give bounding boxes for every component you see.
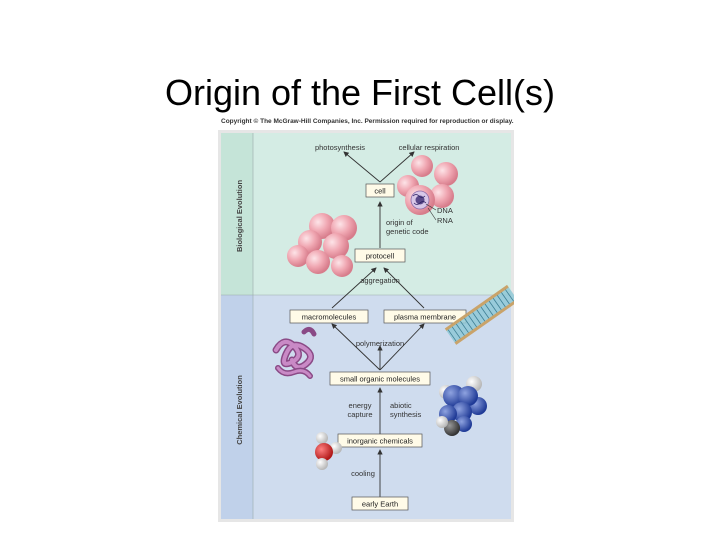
biological-evolution-section [253,133,511,295]
inorganic-chemicals-box [337,433,423,448]
protocell-label: protocell [366,252,395,261]
abiotic-synthesis-label-line2: synthesis [390,410,422,419]
origin-of-genetic-code-label-line1: origin of [386,218,414,227]
chemical-label-band [221,295,253,519]
photosynthesis-label: photosynthesis [315,143,365,152]
rna-label: RNA [437,216,453,225]
copyright-notice: Copyright © The McGraw-Hill Companies, I… [221,118,514,125]
slide-title: Origin of the First Cell(s) [164,72,556,113]
evolution-figure: Biological Evolution Chemical Evolution … [218,130,519,522]
early-earth-label: early Earth [362,500,398,509]
origin-of-genetic-code-label-line2: genetic code [386,227,429,236]
polymerization-label: polymerization [356,339,404,348]
cooling-label: cooling [351,469,375,478]
evolution-diagram: Biological Evolution Chemical Evolution … [218,130,519,522]
cell-label: cell [374,187,386,196]
chemical-evolution-label: Chemical Evolution [235,375,244,445]
protocell-illustration [287,213,357,277]
abiotic-synthesis-label-line1: abiotic [390,401,412,410]
energy-capture-label-line1: energy [349,401,372,410]
small-organic-molecules-box [329,371,431,386]
macromolecules-label: macromolecules [302,313,357,322]
inorganic-chemicals-label: inorganic chemicals [347,437,413,446]
early-earth-box [351,496,409,511]
macromolecules-box [289,309,369,324]
protocell-box [354,248,406,263]
energy-capture-label-line2: capture [347,410,372,419]
biological-evolution-label: Biological Evolution [235,180,244,253]
biological-label-band [221,133,253,295]
dna-label: DNA [437,206,453,215]
flow-arrows [331,151,425,498]
cell-cluster-illustration [397,155,458,215]
plasma-membrane-label: plasma membrane [394,313,456,322]
cellular-respiration-label: cellular respiration [399,143,460,152]
macromolecule-illustration [272,326,317,379]
small-organic-molecules-label: small organic molecules [340,375,420,384]
cell-box [365,183,395,198]
plasma-membrane-illustration [444,284,519,345]
small-organic-molecule-illustration [436,376,487,436]
aggregation-label: aggregation [360,276,400,285]
water-molecule-illustration [315,432,342,470]
